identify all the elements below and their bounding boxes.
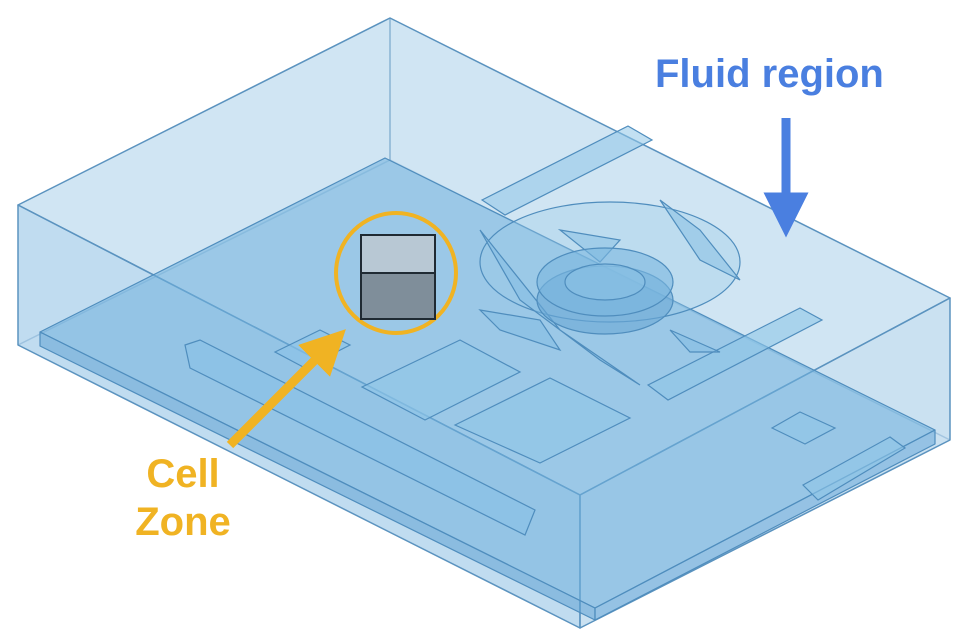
back-bar	[480, 125, 654, 216]
cell-zone-block	[360, 234, 436, 320]
short-rail	[802, 436, 907, 501]
long-rail	[184, 339, 536, 536]
small-square-right	[770, 411, 837, 445]
cell-zone-label-line1: Cell	[146, 452, 220, 496]
cell-zone-label-line2: Zone	[135, 500, 231, 544]
fan-side-bar	[646, 307, 824, 401]
cell-zone-arrow	[226, 329, 346, 449]
cell-zone-label: Cell Zone	[126, 450, 240, 546]
cell-zone-highlight-circle	[334, 211, 458, 335]
chip-left	[360, 339, 522, 421]
fan	[478, 199, 741, 386]
chip-center	[453, 377, 632, 464]
fluid-region-label: Fluid region	[655, 52, 884, 96]
